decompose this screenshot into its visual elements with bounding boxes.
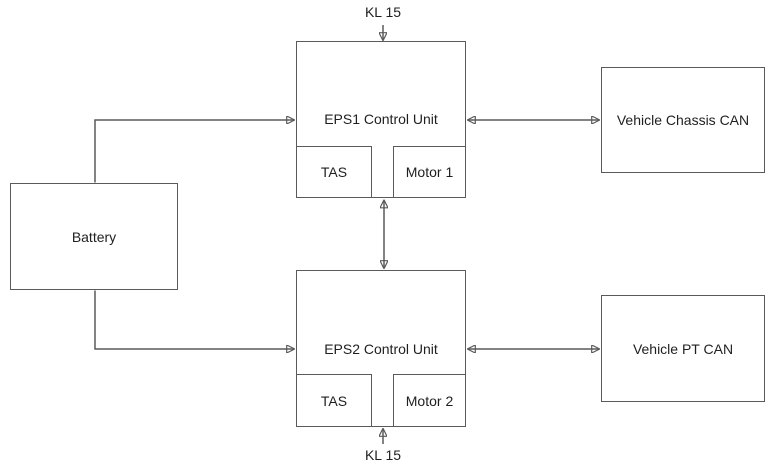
eps1-tas-node: TAS	[296, 146, 372, 198]
vehicle-pt-can-label: Vehicle PT CAN	[632, 340, 734, 357]
vehicle-chassis-can-node: Vehicle Chassis CAN	[601, 67, 765, 173]
eps1-motor1-label: Motor 1	[405, 164, 454, 180]
eps1-tas-label: TAS	[320, 164, 348, 180]
kl15-top-label: KL 15	[364, 4, 402, 20]
kl15-bottom-label: KL 15	[364, 447, 402, 463]
vehicle-pt-can-node: Vehicle PT CAN	[601, 295, 765, 402]
eps2-motor2-node: Motor 2	[393, 374, 466, 427]
battery-label: Battery	[71, 228, 117, 245]
eps2-control-unit-node: EPS2 Control Unit	[296, 270, 466, 427]
eps1-control-unit-node: EPS1 Control Unit	[296, 41, 466, 198]
eps2-tas-label: TAS	[320, 392, 348, 409]
connector-battery-to-eps1	[94, 120, 294, 183]
eps2-tas-node: TAS	[296, 374, 372, 427]
eps1-motor1-node: Motor 1	[393, 146, 466, 198]
connector-battery-to-eps2	[94, 290, 294, 350]
eps1-label: EPS1 Control Unit	[324, 111, 438, 127]
eps2-label: EPS2 Control Unit	[324, 341, 438, 357]
vehicle-chassis-can-label: Vehicle Chassis CAN	[616, 112, 750, 128]
battery-node: Battery	[10, 183, 178, 290]
eps2-motor2-label: Motor 2	[405, 392, 454, 409]
